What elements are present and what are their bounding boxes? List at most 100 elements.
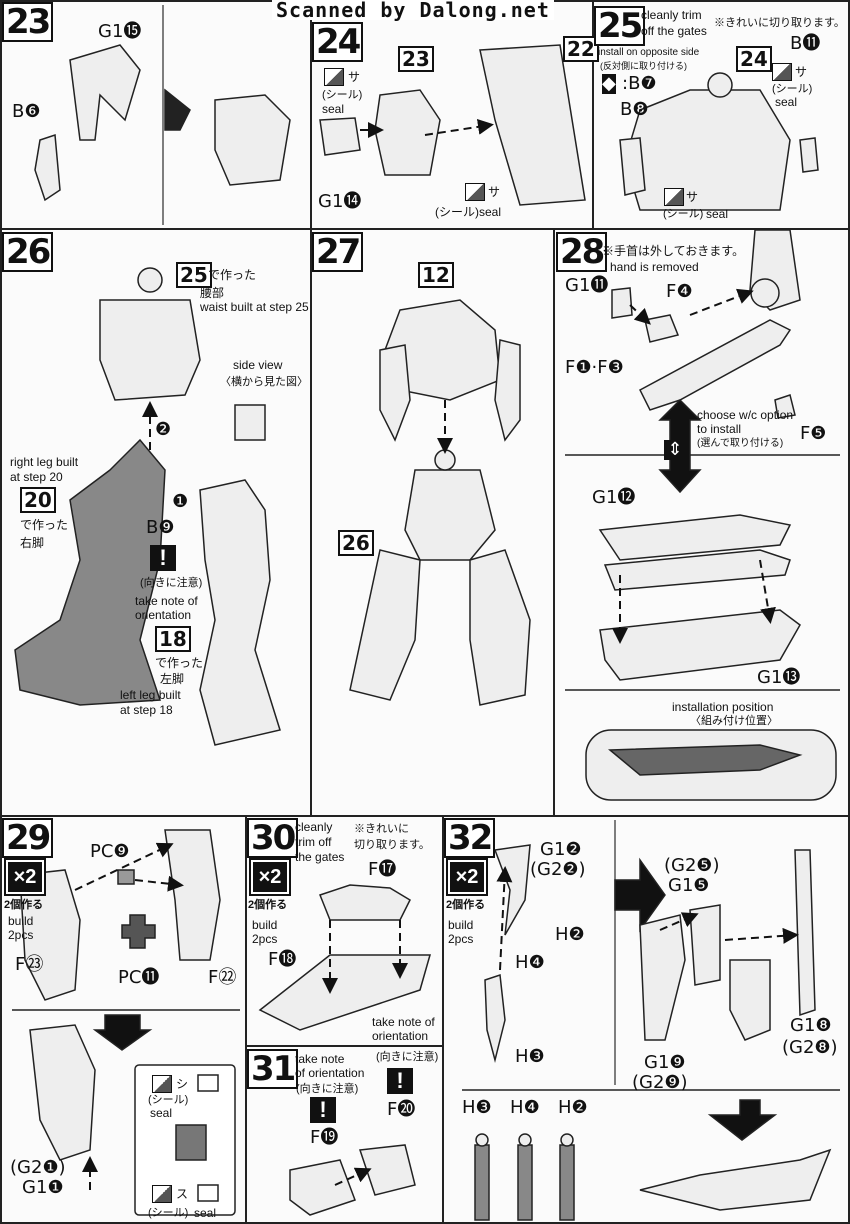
side-view-label-jp: 〈横から見た図〉	[220, 376, 308, 388]
part-label: B❻	[12, 101, 41, 122]
seal-mark: サ	[348, 70, 361, 84]
seal-label: seal	[322, 102, 345, 116]
hand-note: hand is removed	[610, 260, 699, 274]
seal-icon	[152, 1185, 172, 1203]
installation-label: installation position	[672, 700, 774, 714]
step-number: 29	[2, 818, 54, 858]
waist-label: waist built at step 25	[200, 300, 309, 314]
part-label: B❾	[146, 517, 175, 538]
orientation-note-jp: (向きに注意)	[140, 577, 203, 589]
seal-label-jp: (シール)	[772, 83, 813, 95]
opposite-side-note-jp: (反対側に取り付ける)	[600, 61, 687, 71]
part-label: (G2❾)	[632, 1072, 688, 1093]
seal-label-jp: (シール)	[148, 1207, 189, 1219]
part-label: F❹	[666, 281, 693, 302]
hand-note-jp: ※手首は外しておきます。	[602, 244, 745, 258]
orientation-note: orientation	[372, 1029, 429, 1043]
part-label: F❶·F❸	[565, 357, 624, 378]
seal-mark: サ	[686, 190, 699, 204]
build-note: 2pcs	[8, 928, 34, 942]
trim-note-jp: 切り取ります。	[354, 839, 430, 851]
step-number: 25	[594, 6, 646, 46]
right-leg-label: at step 20	[10, 470, 63, 484]
installation-label-jp: 〈組み付け位置〉	[690, 715, 778, 727]
seal-label-jp: (シール)	[148, 1094, 189, 1106]
build-note: build	[8, 914, 34, 928]
part-label: F⓴	[387, 1099, 416, 1120]
trim-note-jp: ※きれいに	[354, 823, 409, 835]
part-label: G1❽	[790, 1015, 832, 1036]
seal-mark: シ	[176, 1077, 189, 1091]
step-number: 30	[247, 818, 299, 858]
build-note: 2pcs	[252, 932, 278, 946]
seal-icon	[324, 68, 344, 86]
seal-icon	[772, 63, 792, 81]
step-order-marker: ❷	[155, 419, 172, 440]
step-reference: 25	[176, 262, 212, 288]
step-number: 26	[2, 232, 54, 272]
seal-label: (シール)seal	[435, 205, 502, 219]
orientation-note: take note	[295, 1052, 345, 1066]
step-reference: 20	[20, 487, 56, 513]
trim-note: off the gates	[641, 24, 707, 38]
step-number: 23	[2, 2, 54, 42]
part-label: G1⓯	[98, 21, 142, 42]
step-reference: 22	[563, 36, 599, 62]
seal-label-jp: (シール)	[663, 208, 704, 220]
option-note-jp: (選んで取り付ける)	[697, 438, 784, 449]
make-two-badge: ×2	[4, 858, 46, 896]
step-reference: 24	[736, 46, 772, 72]
right-leg-label: right leg built	[10, 455, 79, 469]
made-with-jp: で作った	[155, 656, 204, 670]
seal-icon	[152, 1075, 172, 1093]
part-label: H❷	[555, 924, 585, 945]
orientation-note: take note of	[135, 594, 198, 608]
part-label: G1⓭	[757, 667, 801, 688]
part-label: F⓲	[268, 949, 297, 970]
right-leg-label-jp: 右脚	[20, 536, 45, 550]
step-order-marker: ❶	[172, 491, 189, 512]
part-label: F㉒	[208, 967, 237, 988]
left-leg-label: left leg built	[120, 688, 181, 702]
seal-label-jp: (シール)	[322, 89, 363, 101]
orientation-note: orientation	[135, 608, 192, 622]
part-label: (G2❽)	[782, 1037, 838, 1058]
part-label: B❽	[620, 99, 649, 120]
part-label: H❷	[558, 1097, 588, 1118]
warning-icon: !	[150, 545, 176, 571]
option-icon: ⇕	[664, 440, 686, 460]
step-number: 32	[444, 818, 496, 858]
part-label: H❹	[515, 952, 545, 973]
seal-label: seal	[775, 95, 798, 109]
option-note: to install	[697, 422, 742, 436]
waist-label-jp: 腰部	[200, 286, 225, 300]
trim-note: the gates	[295, 850, 345, 864]
make-two-badge: ×2	[249, 858, 291, 896]
seal-mark: サ	[795, 65, 808, 79]
scan-watermark: Scanned by Dalong.net	[272, 0, 554, 20]
part-label: (G2❷)	[530, 859, 586, 880]
made-with-jp: で作った	[20, 518, 69, 532]
part-label: F㉓	[15, 954, 44, 975]
trim-note-jp: ※きれいに切り取ります。	[714, 17, 845, 29]
part-label: (G2❶)	[10, 1157, 66, 1178]
part-label: H❸	[462, 1097, 492, 1118]
part-label: PC❾	[90, 841, 130, 862]
option-note: choose w/c option	[697, 408, 794, 422]
trim-note: cleanly trim	[641, 8, 702, 22]
part-label: G1❺	[668, 875, 710, 896]
part-label: G1❷	[540, 839, 582, 860]
trim-note: trim off	[295, 835, 332, 849]
step-reference: 23	[398, 46, 434, 72]
orientation-note: of orientation	[295, 1066, 365, 1080]
left-leg-label: at step 18	[120, 703, 173, 717]
part-label: F⓳	[310, 1127, 339, 1148]
orientation-note-jp: (向きに注意)	[376, 1051, 439, 1063]
part-label: :B❼	[622, 73, 657, 94]
step-reference: 18	[155, 626, 191, 652]
part-label: G1❾	[644, 1052, 686, 1073]
step-number: 28	[556, 232, 608, 272]
left-leg-label-jp: 左脚	[160, 672, 185, 686]
opposite-side-note: install on opposite side	[598, 47, 700, 58]
